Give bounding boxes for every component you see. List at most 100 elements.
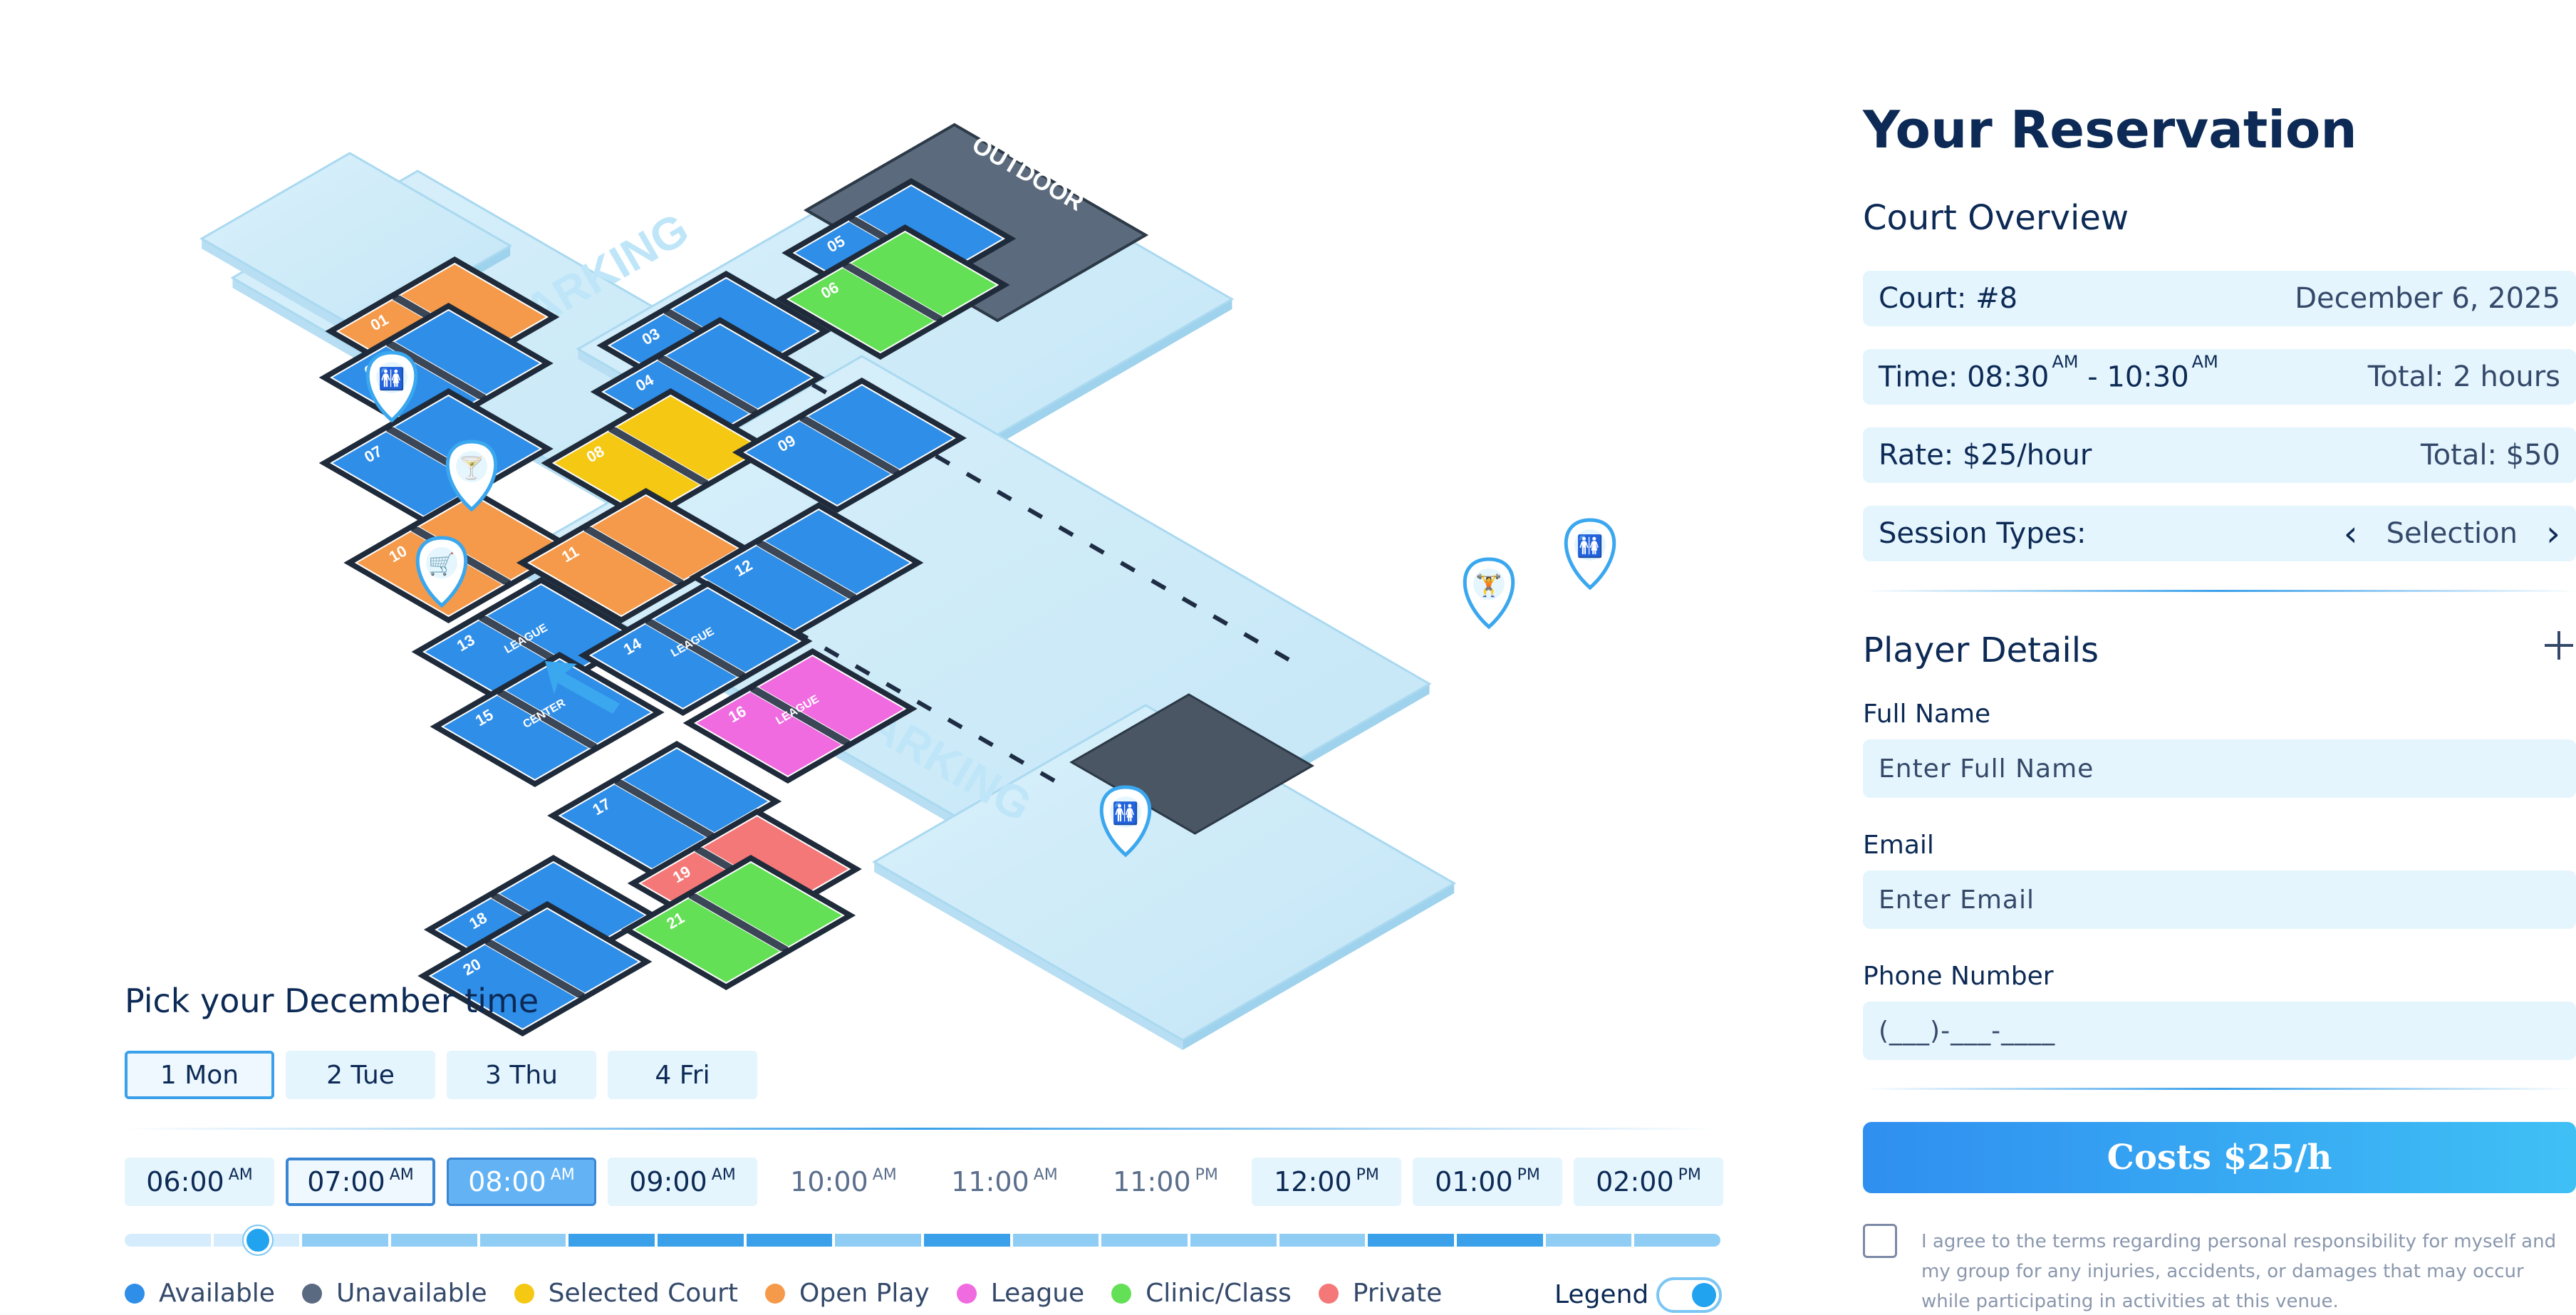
day-button[interactable]: 2 Tue (286, 1051, 435, 1099)
time-slot-ampm: PM (1195, 1165, 1218, 1184)
road-dash (1009, 753, 1025, 765)
slider-segment[interactable] (568, 1234, 655, 1247)
pin-circle (426, 547, 457, 578)
court-net (688, 893, 789, 952)
court-half (392, 308, 543, 396)
legend-dot (514, 1283, 534, 1304)
road-dash (916, 700, 933, 712)
slider-segment[interactable] (1457, 1234, 1543, 1247)
shop-icon: 🛒 (415, 536, 468, 608)
time-slot-ampm: AM (389, 1165, 414, 1184)
restroom-icon-glyph: 🚻 (378, 366, 405, 392)
road-dash (1089, 543, 1105, 555)
legend-toggle[interactable] (1656, 1277, 1722, 1313)
legend-dot (956, 1283, 977, 1304)
full-name-input[interactable] (1863, 739, 2576, 798)
time-slot-ampm: AM (872, 1165, 897, 1184)
slider-segment[interactable] (1190, 1234, 1277, 1247)
plus-icon[interactable] (2542, 628, 2576, 662)
court-09[interactable]: 09 (732, 378, 967, 513)
court-21[interactable]: 21 (621, 855, 856, 990)
day-button[interactable]: 3 Thu (447, 1051, 596, 1099)
gym-area (1069, 693, 1315, 835)
bar-icon: 🍸 (445, 440, 498, 512)
session-value: Selection (2386, 517, 2518, 550)
phone-label: Phone Number (1863, 962, 2054, 991)
slider-segment[interactable] (302, 1234, 389, 1247)
phone-input[interactable] (1863, 1002, 2576, 1060)
toggle-knob (1692, 1283, 1716, 1307)
session-label: Session Types: (1879, 517, 2087, 550)
time-slot-ampm: PM (1678, 1165, 1701, 1184)
slider-segment[interactable] (924, 1234, 1010, 1247)
slider-segment[interactable] (125, 1234, 211, 1247)
road-dash (1212, 614, 1228, 626)
slider-segment[interactable] (1012, 1234, 1099, 1247)
court-20[interactable]: 20 (417, 901, 653, 1036)
legend-label: League (990, 1279, 1085, 1308)
day-button[interactable]: 4 Fri (608, 1051, 757, 1099)
restroom-icon-glyph: 🚻 (1112, 801, 1138, 826)
road-dash (947, 717, 963, 729)
slider-segment[interactable] (1634, 1234, 1721, 1247)
road-dash (811, 383, 828, 395)
venue-map[interactable]: PARKING PARKING OUTDOOR 0102030405060708… (178, 64, 1781, 1111)
floor-lower-section (872, 704, 1457, 1041)
court-06[interactable]: 06 (775, 224, 1010, 360)
slider-segment[interactable] (479, 1234, 566, 1247)
cost-button[interactable]: Costs $25/h (1863, 1122, 2576, 1193)
road-dash (1243, 632, 1260, 644)
slider-segment[interactable] (746, 1234, 833, 1247)
slider-segment[interactable] (1101, 1234, 1188, 1247)
slider-segment[interactable] (1279, 1234, 1366, 1247)
chevron-right-icon[interactable]: › (2546, 513, 2560, 554)
time-range-slider[interactable] (125, 1234, 1721, 1247)
legend-item: Available (125, 1279, 275, 1308)
court-17[interactable]: 17 (547, 741, 782, 876)
time-start-ampm: AM (2052, 351, 2079, 372)
slider-segment[interactable] (658, 1234, 744, 1247)
agree-checkbox[interactable] (1863, 1224, 1897, 1258)
chevron-left-icon[interactable]: ‹ (2343, 513, 2358, 554)
email-input[interactable] (1863, 870, 2576, 929)
time-slot-time: 06:00 (146, 1166, 224, 1197)
slider-segment[interactable] (391, 1234, 477, 1247)
restroom-icon-glyph: 🚻 (1577, 534, 1603, 559)
time-total: Total: 2 hours (2367, 360, 2560, 393)
court-08[interactable]: 08 (541, 388, 776, 524)
player-details-title: Player Details (1863, 630, 2099, 670)
slider-segment[interactable] (1368, 1234, 1455, 1247)
slider-segment[interactable] (835, 1234, 922, 1247)
court-net (484, 940, 585, 998)
time-slot-time: 02:00 (1596, 1166, 1674, 1197)
time-slot-time: 12:00 (1274, 1166, 1352, 1197)
schedule-title: Pick your December time (125, 982, 539, 1020)
day-button[interactable]: 1 Mon (125, 1051, 274, 1099)
court-11[interactable]: 11 (516, 488, 751, 623)
email-label: Email (1863, 831, 1934, 860)
time-slot-ampm: AM (228, 1165, 253, 1184)
pin-circle (1473, 568, 1505, 600)
court-half (762, 508, 913, 596)
slider-segment[interactable] (1545, 1234, 1632, 1247)
court-net (645, 619, 746, 677)
court-net (756, 541, 857, 599)
courts[interactable]: 01020304050607080910111213LEAGUE14LEAGUE… (318, 178, 1017, 1036)
time-slot-ampm: AM (550, 1165, 575, 1184)
slider-handle[interactable] (244, 1226, 272, 1254)
legend-item: Open Play (765, 1279, 930, 1308)
